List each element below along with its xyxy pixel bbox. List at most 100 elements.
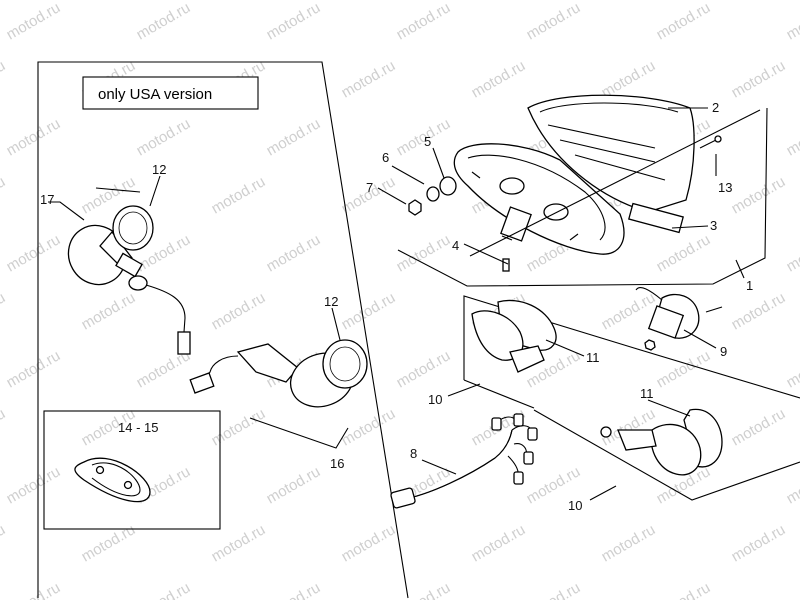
fuse-part — [503, 259, 509, 271]
harness-terminal-5 — [514, 472, 523, 484]
callout-12-upper: 12 — [152, 162, 166, 177]
nut-part — [409, 200, 421, 215]
group-10-divider — [464, 380, 534, 408]
watermark-text: motod.ru — [394, 579, 454, 600]
watermark-text: motod.ru — [339, 289, 399, 333]
watermark-text: motod.ru — [784, 347, 800, 391]
front-turn-signal-wire — [146, 285, 185, 332]
watermark-text: motod.ru — [264, 231, 324, 275]
bulb-socket-left — [500, 178, 524, 194]
watermark-text: motod.ru — [729, 289, 789, 333]
watermark-text: motod.ru — [209, 173, 269, 217]
watermark-text: motod.ru — [394, 231, 454, 275]
watermark-text: motod.ru — [134, 579, 194, 600]
watermark-text: motod.ru — [654, 231, 714, 275]
callout-4: 4 — [452, 238, 459, 253]
watermark-text: motod.ru — [264, 0, 324, 43]
callout-3: 3 — [710, 218, 717, 233]
callout-10-upper: 10 — [428, 392, 442, 407]
rear-turn-signal-stem — [238, 344, 298, 382]
watermark-text: motod.ru — [394, 347, 454, 391]
watermark-text: motod.ru — [729, 57, 789, 101]
gasket-stud-left — [97, 467, 104, 474]
callout-1: 1 — [746, 278, 753, 293]
leader-4 — [464, 244, 508, 264]
watermark-text: motod.ru — [469, 521, 529, 565]
watermark-text: motod.ru — [524, 579, 584, 600]
callout-14-15: 14 - 15 — [118, 420, 158, 435]
harness-terminal-3 — [528, 428, 537, 440]
watermark-text: motod.ru — [784, 579, 800, 600]
watermark-text: motod.ru — [209, 405, 269, 449]
tail-light-assembly — [398, 95, 767, 286]
leader-10a — [448, 384, 480, 396]
watermark-text: motod.ru — [784, 115, 800, 159]
callout-7: 7 — [366, 180, 373, 195]
callout-5: 5 — [424, 134, 431, 149]
callout-11-lower: 11 — [640, 386, 654, 401]
callout-13: 13 — [718, 180, 732, 195]
leader-12b — [332, 308, 340, 340]
watermark-text: motod.ru — [469, 57, 529, 101]
harness-plug — [390, 487, 415, 508]
watermark-text: motod.ru — [784, 463, 800, 507]
callout-9: 9 — [720, 344, 727, 359]
leader-16 — [250, 418, 348, 448]
callout-16: 16 — [330, 456, 344, 471]
watermark-text: motod.ru — [784, 231, 800, 275]
watermark-text: motod.ru — [729, 521, 789, 565]
rear-turn-signal-connector — [190, 373, 214, 393]
watermark-text: motod.ru — [4, 0, 64, 43]
lower-turn-signal-stem — [618, 430, 656, 450]
watermark-text: motod.ru — [339, 521, 399, 565]
bulb-socket-right — [544, 204, 568, 220]
watermark-text: motod.ru — [0, 289, 8, 333]
watermark-text: motod.ru — [784, 0, 800, 43]
watermark-text: motod.ru — [339, 57, 399, 101]
watermark-text: motod.ru — [654, 0, 714, 43]
leader-12a — [150, 176, 160, 206]
watermark-text: motod.ru — [729, 405, 789, 449]
callout-11-upper: 11 — [586, 350, 600, 365]
harness-terminal-4 — [524, 452, 533, 464]
leader-5 — [433, 148, 444, 178]
watermark-text: motod.ru — [729, 173, 789, 217]
plate-light-nut — [645, 340, 655, 350]
harness-terminal-2 — [514, 414, 523, 426]
leader-6 — [392, 166, 424, 184]
watermark-text: motod.ru — [0, 173, 8, 217]
watermark-text: motod.ru — [4, 347, 64, 391]
callout-17: 17 — [40, 192, 54, 207]
front-turn-signal-grommet — [129, 276, 147, 290]
watermark-text: motod.ru — [524, 0, 584, 43]
watermark-text: motod.ru — [0, 521, 8, 565]
watermark-text: motod.ru — [0, 57, 8, 101]
front-turn-signal-connector — [178, 332, 190, 354]
callout-2: 2 — [712, 100, 719, 115]
watermark-text: motod.ru — [4, 579, 64, 600]
grommet-part — [427, 187, 439, 201]
watermark-text: motod.ru — [79, 521, 139, 565]
screw-13-head — [715, 136, 721, 142]
watermark-text: motod.ru — [264, 579, 324, 600]
watermark-text: motod.ru — [599, 521, 659, 565]
watermark-text: motod.ru — [4, 463, 64, 507]
watermark-text: motod.ru — [264, 463, 324, 507]
watermark-text: motod.ru — [4, 115, 64, 159]
callout-10-lower: 10 — [568, 498, 582, 513]
gasket-part — [75, 458, 150, 501]
watermark-text: motod.ru — [339, 405, 399, 449]
watermark-text: motod.ru — [654, 579, 714, 600]
watermark-text: motod.ru — [134, 115, 194, 159]
gasket-stud-right — [125, 482, 132, 489]
wiring-harness — [390, 414, 537, 509]
watermark-text: motod.ru — [134, 0, 194, 43]
watermark-text: motod.ru — [209, 521, 269, 565]
rear-turn-signal-wire — [206, 356, 238, 378]
watermark-text: motod.ru — [209, 289, 269, 333]
spacer-part — [440, 177, 456, 195]
lower-turn-signal-nut — [601, 427, 611, 437]
watermark-text: motod.ru — [79, 289, 139, 333]
